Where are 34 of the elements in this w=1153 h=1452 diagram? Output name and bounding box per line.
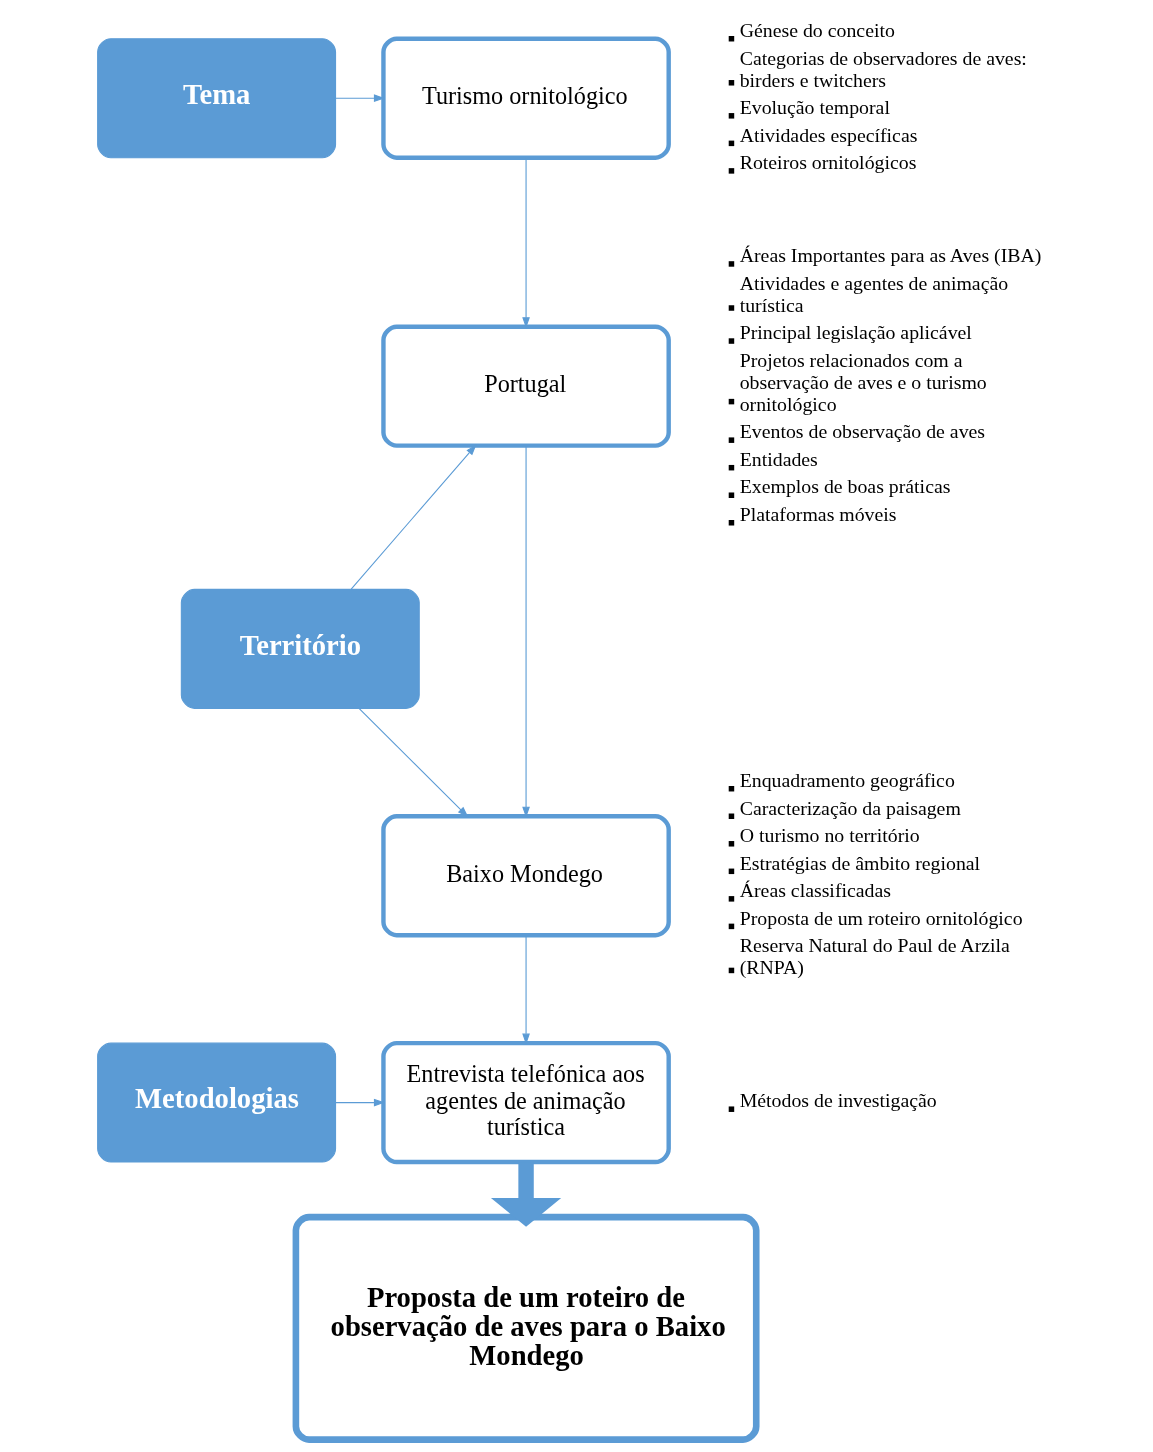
node-label: Exemplos de boas práticas [739, 474, 950, 497]
node-label: O turismo no território [739, 823, 920, 846]
arrow [357, 707, 468, 817]
node-label: Atividades específicas [739, 123, 917, 146]
node-label: Projetos relacionados com a observação de aves e o turismo ornitológico [739, 348, 987, 415]
node-label: Áreas Importantes para as Aves (IBA) [739, 243, 1041, 266]
node-label: Entidades [739, 447, 818, 470]
node-label: Atividades e agentes de animação turística [739, 271, 1008, 316]
node-label: Caracterização da paisagem [739, 795, 961, 818]
node-label: Génese do conceito [739, 18, 895, 41]
arrow [334, 93, 385, 102]
node-label: Principal legislação aplicável [739, 320, 972, 343]
node-label: Eventos de observação de aves [739, 419, 985, 442]
node-label: Enquadramento geográfico [739, 768, 955, 791]
node-label: Roteiros ornitológicos [739, 150, 916, 173]
node-box: Tema [96, 37, 336, 158]
node-box: Proposta de um roteiro de observação de aves para o Baixo Mondego [292, 1213, 760, 1443]
node-box: Baixo Mondego [380, 813, 671, 937]
node-label: Proposta de um roteiro ornitológico [739, 906, 1023, 929]
node-box: Metodologias [96, 1042, 336, 1163]
node-box: Portugal [380, 324, 671, 448]
node-label: Áreas classificadas [739, 878, 891, 901]
arrow [334, 1098, 385, 1106]
node-box: Território [180, 588, 420, 709]
arrow [490, 1161, 561, 1227]
node-label: Métodos de investigação [739, 1088, 937, 1111]
node-box: Entrevista telefónica aos agentes de animação turística [380, 1040, 671, 1164]
node-label: Evolução temporal [739, 95, 890, 118]
node-label: Categorias de observadores de aves: birders e twitchers [739, 46, 1027, 91]
node-label: Estratégias de âmbito regional [739, 851, 980, 874]
node-label: Plataformas móveis [739, 502, 897, 525]
node-label: Reserva Natural do Paul de Arzila (RNPA) [739, 933, 1010, 978]
node-box: Turismo ornitológico [380, 36, 671, 160]
arrow [350, 444, 476, 590]
